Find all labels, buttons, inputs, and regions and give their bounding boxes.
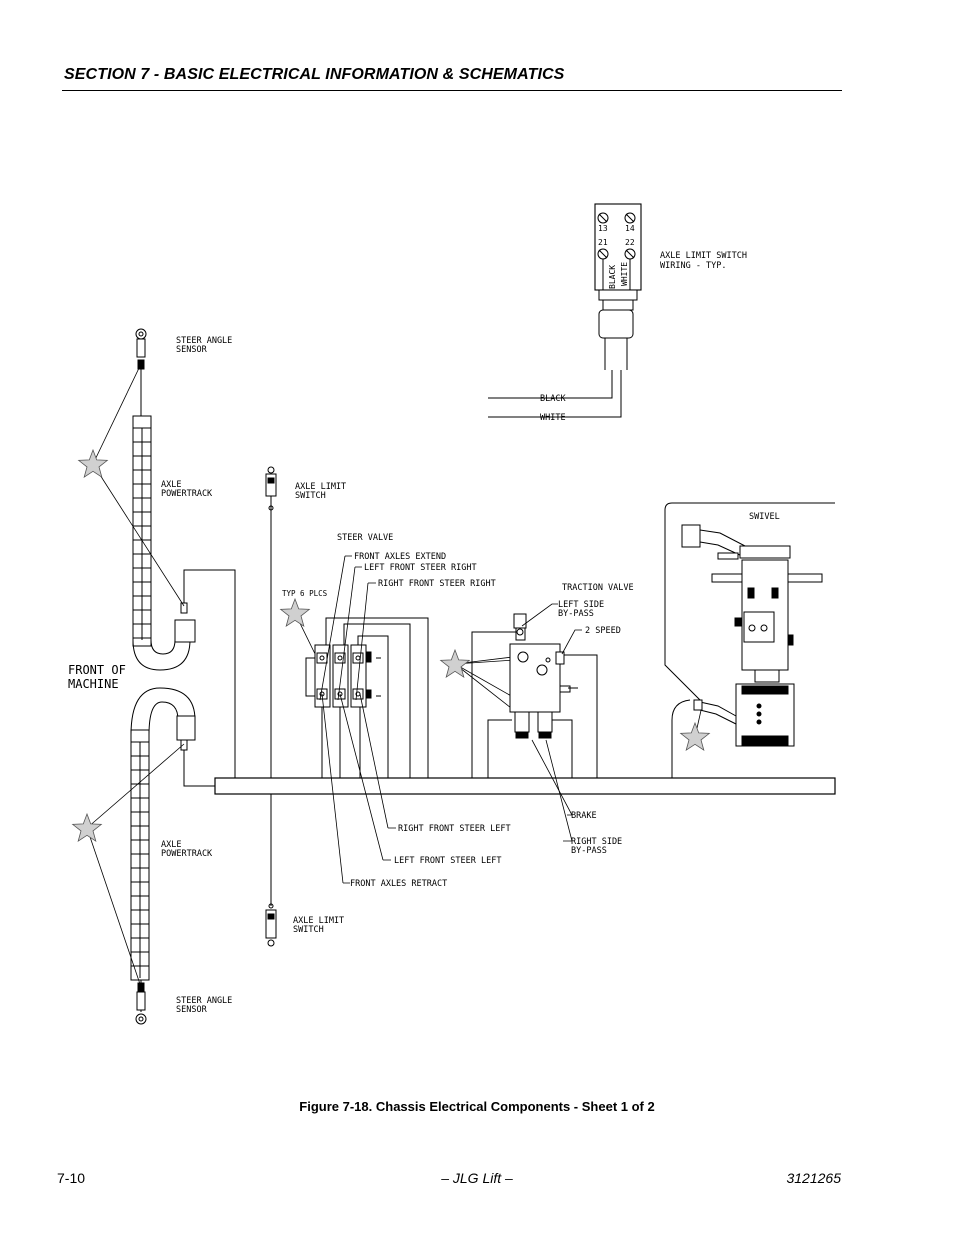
- label-left-front-steer-right: LEFT FRONT STEER RIGHT: [364, 563, 477, 573]
- steer-valve-leaders: [319, 555, 396, 884]
- label-axle-limit-switch-wiring-1: AXLE LIMIT SWITCH: [660, 251, 747, 261]
- valve-coil-terminal: [337, 655, 343, 661]
- callout-star-powertrack-top: [77, 448, 109, 479]
- valve-coil: [352, 652, 364, 664]
- footer-publisher: – JLG Lift –: [441, 1170, 513, 1186]
- section-header: SECTION 7 - BASIC ELECTRICAL INFORMATION…: [62, 64, 842, 91]
- valve-coil: [334, 652, 346, 664]
- label-terminal-22: 22: [625, 238, 635, 247]
- steer-angle-sensor-bottom: [135, 982, 147, 1025]
- label-left-front-steer-left: LEFT FRONT STEER LEFT: [394, 856, 501, 866]
- steer-valve: [305, 617, 429, 778]
- label-axle-powertrack-top-2: POWERTRACK: [161, 489, 213, 499]
- document-number: 3121265: [786, 1170, 841, 1186]
- label-front-of-machine-2: MACHINE: [68, 677, 119, 691]
- label-axle-limit-switch-wiring-2: WIRING - TYP.: [660, 261, 727, 271]
- label-right-front-steer-right: RIGHT FRONT STEER RIGHT: [378, 579, 496, 589]
- label-steer-angle-sensor-bottom-2: SENSOR: [176, 1005, 208, 1015]
- section-title: SECTION 7 - BASIC ELECTRICAL INFORMATION…: [64, 66, 565, 83]
- valve-coil: [352, 688, 364, 700]
- label-front-of-machine-1: FRONT OF: [68, 663, 126, 677]
- page-number: 7-10: [57, 1170, 86, 1186]
- chassis-frame-rail: [214, 777, 836, 795]
- label-traction-valve: TRACTION VALVE: [562, 583, 634, 593]
- label-steer-angle-sensor-top-1: STEER ANGLE: [176, 336, 232, 346]
- axle-limit-switch-top: [265, 466, 277, 778]
- traction-valve: [471, 613, 598, 778]
- label-two-speed: 2 SPEED: [585, 626, 621, 636]
- label-right-side-bypass-2: BY-PASS: [571, 846, 607, 856]
- label-left-side-bypass-1: LEFT SIDE: [558, 600, 604, 610]
- label-axle-limit-switch-bottom-2: SWITCH: [293, 925, 324, 935]
- label-steer-angle-sensor-bottom-1: STEER ANGLE: [176, 996, 232, 1006]
- label-terminal-13: 13: [598, 224, 608, 233]
- label-front-axles-extend: FRONT AXLES EXTEND: [354, 552, 446, 562]
- callout-lines: [86, 365, 703, 988]
- label-switch-black: BLACK: [608, 265, 617, 289]
- label-brake: BRAKE: [571, 811, 597, 821]
- powertrack-top: [132, 368, 236, 778]
- label-typ-6-plcs: TYP 6 PLCS: [282, 589, 328, 598]
- label-right-side-bypass-1: RIGHT SIDE: [571, 837, 622, 847]
- label-axle-limit-switch-top-2: SWITCH: [295, 491, 326, 501]
- diagram-labels: STEER ANGLE SENSOR AXLE POWERTRACK FRONT…: [68, 224, 780, 1015]
- traction-valve-leaders: [521, 603, 582, 842]
- valve-coil-terminal: [337, 691, 343, 697]
- label-front-axles-retract: FRONT AXLES RETRACT: [350, 879, 447, 889]
- label-steer-angle-sensor-top-2: SENSOR: [176, 345, 208, 355]
- swivel: [664, 502, 835, 778]
- valve-coil: [316, 652, 328, 664]
- label-axle-limit-switch-bottom-1: AXLE LIMIT: [293, 916, 344, 926]
- label-white-wire: WHITE: [540, 413, 566, 423]
- axle-limit-switch-bottom: [265, 794, 277, 947]
- label-switch-white: WHITE: [620, 262, 629, 286]
- label-swivel: SWIVEL: [749, 512, 780, 522]
- label-axle-powertrack-top-1: AXLE: [161, 480, 181, 490]
- callout-star-traction-valve: [439, 648, 471, 679]
- label-axle-powertrack-bottom-2: POWERTRACK: [161, 849, 213, 859]
- steer-angle-sensor-top: [135, 328, 147, 370]
- label-axle-limit-switch-top-1: AXLE LIMIT: [295, 482, 346, 492]
- callout-star-swivel: [679, 721, 711, 752]
- label-black-wire: BLACK: [540, 394, 566, 404]
- label-steer-valve: STEER VALVE: [337, 533, 393, 543]
- callout-star-steer-valve: [279, 597, 311, 628]
- label-axle-powertrack-bottom-1: AXLE: [161, 840, 181, 850]
- label-terminal-14: 14: [625, 224, 635, 233]
- label-left-side-bypass-2: BY-PASS: [558, 609, 594, 619]
- axle-limit-switch-detail: [488, 203, 642, 418]
- figure-caption: Figure 7-18. Chassis Electrical Componen…: [299, 1099, 655, 1114]
- label-terminal-21: 21: [598, 238, 608, 247]
- valve-coil-terminal: [319, 655, 325, 661]
- label-right-front-steer-left: RIGHT FRONT STEER LEFT: [398, 824, 511, 834]
- callout-star-powertrack-bottom: [71, 812, 103, 843]
